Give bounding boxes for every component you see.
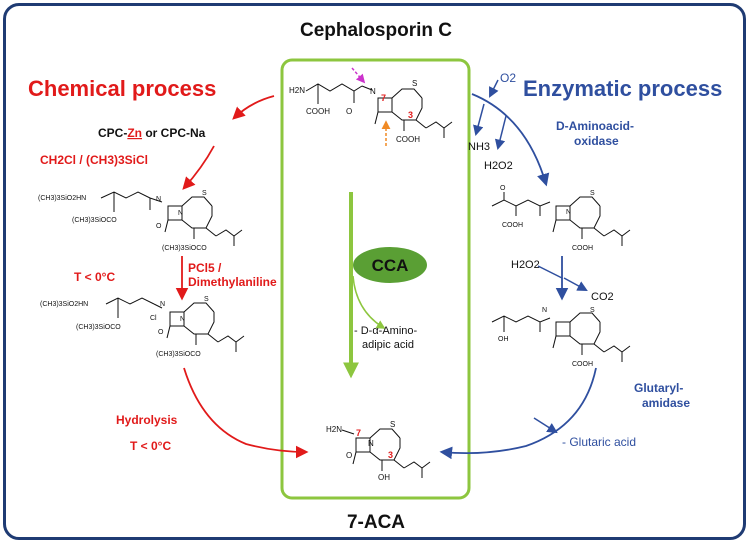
side-chain-cleavage-marker — [351, 67, 366, 84]
co2-output-arrow — [563, 277, 588, 292]
int1-label-b: (CH3)3SiOCO — [72, 217, 117, 224]
cpc-n-label: N — [370, 87, 376, 96]
int1-label-a: (CH3)3SiO2HN — [38, 195, 86, 202]
keto-label-cooh: COOH — [502, 222, 523, 229]
ammonia-output-arrow — [473, 103, 485, 137]
enzyme2-line2: amidase — [642, 396, 690, 410]
chemical-arrow-4 — [183, 367, 309, 459]
aca-amine-label: H2N — [326, 425, 342, 434]
h2o2-output-arrow — [494, 115, 507, 151]
keto-label-s: S — [590, 190, 595, 197]
title-7-aca: 7-ACA — [347, 512, 405, 533]
center-byproduct-line1: - D-α-Amino- — [354, 325, 418, 337]
ammonia-label: NH3 — [468, 141, 490, 153]
chemical-step-pcl: PCl5 / — [188, 261, 222, 275]
glut-label-cooh: COOH — [572, 361, 593, 368]
chemical-arrow-1 — [232, 95, 275, 120]
int2-label-o: O — [158, 329, 164, 336]
enzyme1-line1: D-Aminoacid- — [556, 119, 634, 133]
int2-label-b: (CH3)3SiOCO — [76, 324, 121, 331]
position-3-label: 3 — [408, 110, 413, 120]
int1-label-n: N — [156, 196, 161, 203]
h2o2-label-b: H2O2 — [511, 259, 540, 271]
enzymatic-arrow-3 — [439, 367, 597, 460]
enzyme2-line1: Glutaryl- — [634, 381, 683, 395]
title-cephalosporin-c: Cephalosporin C — [300, 20, 452, 41]
int1-label-n2: N — [178, 210, 183, 217]
chemical-reagent-1: CPC-Zn or CPC-Na — [98, 126, 206, 140]
keto-label-cooh2: COOH — [572, 245, 593, 252]
cpc-s-label: S — [412, 79, 417, 88]
glutaric-acid-output-arrow — [533, 417, 558, 434]
oxygen-label: O2 — [500, 71, 516, 85]
chemical-step-temp: T < 0°C — [74, 270, 115, 284]
enzymatic-arrow-1 — [471, 93, 550, 187]
silylated-intermediate-molecule: (CH3)3SiO2HN (CH3)3SiOCO (CH3)3SiOCO N S… — [38, 190, 243, 252]
keto-adipyl-intermediate-molecule: O COOH COOH N S — [491, 185, 631, 252]
int2-label-cl: Cl — [150, 315, 157, 322]
int1-label-s: S — [202, 190, 207, 197]
cpc-cooh2-label: COOH — [396, 135, 420, 144]
chemical-reagent-2: CH2Cl / (CH3)3SiCl — [40, 153, 148, 167]
glut-label-oh: OH — [498, 336, 509, 343]
int1-label-c: (CH3)3SiOCO — [162, 245, 207, 252]
cpc-cooh-label: COOH — [306, 107, 330, 116]
chemical-arrow-2 — [182, 145, 215, 190]
int2-label-a: (CH3)3SiO2HN — [40, 301, 88, 308]
aca-s-label: S — [390, 420, 395, 429]
glutaric-acid-label: - Glutaric acid — [562, 435, 636, 449]
glut-label-s: S — [590, 307, 595, 314]
cephalosporin-c-molecule: H2N COOH COOH N S O 7 3 — [289, 79, 453, 144]
int2-label-n: N — [160, 301, 165, 308]
position-7-label: 7 — [381, 93, 386, 103]
aca-n-label: N — [368, 439, 374, 448]
cca-enzyme-badge — [353, 247, 427, 283]
keto-label-o: O — [500, 185, 506, 192]
enzymatic-process-heading: Enzymatic process — [523, 76, 722, 101]
oxygen-input-arrow — [489, 79, 499, 98]
aca-position-7-label: 7 — [356, 428, 361, 438]
enzyme1-line2: oxidase — [574, 134, 619, 148]
aca-o-label: O — [346, 451, 352, 460]
int2-label-s: S — [204, 296, 209, 303]
center-box — [280, 58, 471, 500]
int2-label-c: (CH3)3SiOCO — [156, 351, 201, 358]
imino-chloride-intermediate-molecule: (CH3)3SiO2HN (CH3)3SiOCO (CH3)3SiOCO Cl … — [40, 296, 245, 358]
chemical-step-dma: Dimethylaniline — [188, 275, 277, 289]
glut-label-n: N — [542, 307, 547, 314]
cpc-o-label: O — [346, 107, 352, 116]
int2-label-n2: N — [180, 316, 185, 323]
diagram-frame: Cephalosporin C 7-ACA H2N COOH COOH N S … — [3, 3, 746, 540]
cca-enzyme-label: CCA — [372, 256, 409, 275]
chemical-hydrolysis-temp: T < 0°C — [130, 439, 171, 453]
h2o2-label-a: H2O2 — [484, 160, 513, 172]
chemical-hydrolysis-label: Hydrolysis — [116, 413, 178, 427]
h2o2-input-line — [537, 265, 563, 279]
aca-oh-label: OH — [378, 473, 390, 482]
seven-aca-molecule: H2N OH N S O 7 3 — [326, 420, 431, 482]
center-byproduct-line2: adipic acid — [362, 339, 414, 351]
int1-label-o: O — [156, 223, 162, 230]
glutaryl-7-aca-molecule: OH COOH N S — [491, 307, 631, 368]
process-diagram: Cephalosporin C 7-ACA H2N COOH COOH N S … — [28, 20, 722, 533]
chemical-process-heading: Chemical process — [28, 76, 216, 101]
aca-position-3-label: 3 — [388, 450, 393, 460]
co2-label: CO2 — [591, 291, 614, 303]
center-byproduct-arrow — [352, 275, 386, 329]
keto-label-n: N — [566, 209, 571, 216]
cpc-amine-label: H2N — [289, 86, 305, 95]
